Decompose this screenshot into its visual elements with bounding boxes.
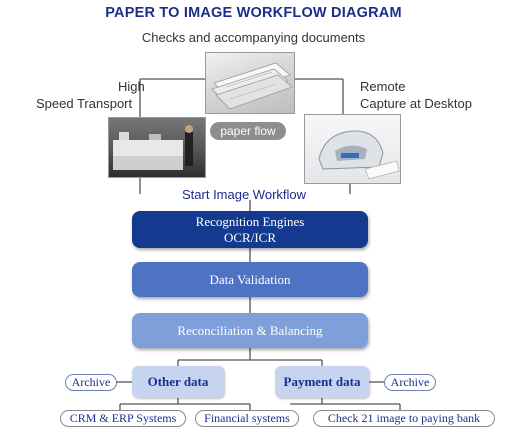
stage-data-validation: Data Validation [132,262,368,297]
transport-machine-icon [113,125,193,170]
stage-recognition-engines: Recognition Engines OCR/ICR [132,211,368,248]
high-speed-transport-image [108,117,206,178]
reconciliation-label: Reconciliation & Balancing [177,322,323,338]
recognition-line2: OCR/ICR [223,229,276,245]
left-label-line2: Speed Transport [36,96,133,111]
paper-stack-image [205,52,295,114]
desktop-scanner-image [304,114,401,184]
stage-reconciliation-balancing: Reconciliation & Balancing [132,313,368,348]
paper-stack-icon [211,62,293,110]
diagram-title: PAPER TO IMAGE WORKFLOW DIAGRAM [105,5,402,21]
validation-label: Data Validation [209,271,291,287]
right-label-line2: Capture at Desktop [360,96,473,111]
paper-flow-label: paper flow [210,122,286,140]
archive-left-tag: Archive [65,374,117,391]
right-label-line1: Remote [360,79,406,94]
diagram-subtitle: Checks and accompanying documents [141,30,366,45]
left-label-line1: High [118,79,145,94]
payment-data-box: Payment data [275,366,369,398]
crm-erp-tag: CRM & ERP Systems [60,410,186,427]
recognition-line1: Recognition Engines [195,213,305,229]
other-data-box: Other data [132,366,224,398]
scanner-icon [318,130,400,180]
archive-right-tag: Archive [384,374,436,391]
financial-systems-tag: Financial systems [195,410,299,427]
start-workflow-label: Start Image Workflow [182,187,307,202]
check21-tag: Check 21 image to paying bank [313,410,495,427]
